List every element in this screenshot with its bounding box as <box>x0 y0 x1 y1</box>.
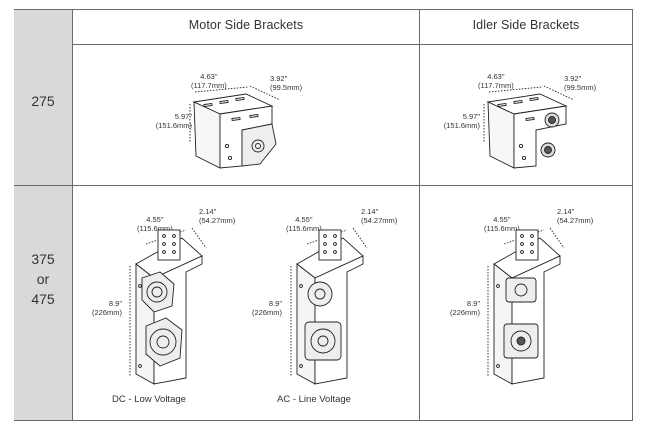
idler-bracket-375-drawing <box>487 227 565 385</box>
dim-width-idler-275: 4.63"(117.7mm) <box>478 72 514 90</box>
row-header-column <box>14 9 72 421</box>
row-label-375: 375 <box>31 251 55 267</box>
row-label-275: 275 <box>14 91 72 111</box>
caption-ac-line-voltage: AC - Line Voltage <box>277 394 351 405</box>
dim-height-idler-375: 8.9"(226mm) <box>449 299 480 317</box>
dim-depth-ac: 2.14"(54.27mm) <box>361 207 398 225</box>
dim-height-motor-275: 5.97"(151.6mm) <box>155 112 192 130</box>
dim-width-ac: 4.55"(115.6mm) <box>286 215 322 233</box>
dim-depth-idler-375: 2.14"(54.27mm) <box>557 207 594 225</box>
dim-height-idler-275: 5.97"(151.6mm) <box>443 112 480 130</box>
ac-bracket-drawing <box>290 227 368 385</box>
caption-dc-low-voltage: DC - Low Voltage <box>112 394 186 405</box>
header-divider <box>72 44 633 45</box>
header-idler-side: Idler Side Brackets <box>472 18 580 32</box>
row-label-375-475: 375 or 475 <box>14 249 72 309</box>
row-label-or: or <box>36 271 50 287</box>
table-border-left <box>72 9 73 421</box>
table-border-top <box>14 9 633 10</box>
motor-bracket-275-drawing <box>189 85 281 169</box>
dim-depth-idler-275: 3.92"(99.5mm) <box>564 74 597 92</box>
dim-height-ac: 8.9"(226mm) <box>251 299 282 317</box>
table-border-bottom <box>14 420 633 421</box>
row-label-275-text: 275 <box>31 93 55 109</box>
column-divider <box>419 9 420 421</box>
header-motor-side: Motor Side Brackets <box>188 18 304 32</box>
dim-height-dc: 8.9"(226mm) <box>91 299 122 317</box>
row-divider <box>14 185 633 186</box>
dc-bracket-drawing <box>129 227 207 385</box>
dim-depth-dc: 2.14"(54.27mm) <box>199 207 236 225</box>
dim-width-idler-375: 4.55"(115.6mm) <box>484 215 520 233</box>
dim-depth-motor-275: 3.92"(99.5mm) <box>270 74 303 92</box>
dim-width-motor-275: 4.63"(117.7mm) <box>191 72 227 90</box>
table-border-right <box>632 9 633 421</box>
row-label-475: 475 <box>31 291 55 307</box>
dim-width-dc: 4.55"(115.6mm) <box>137 215 173 233</box>
idler-bracket-275-drawing <box>483 85 575 169</box>
